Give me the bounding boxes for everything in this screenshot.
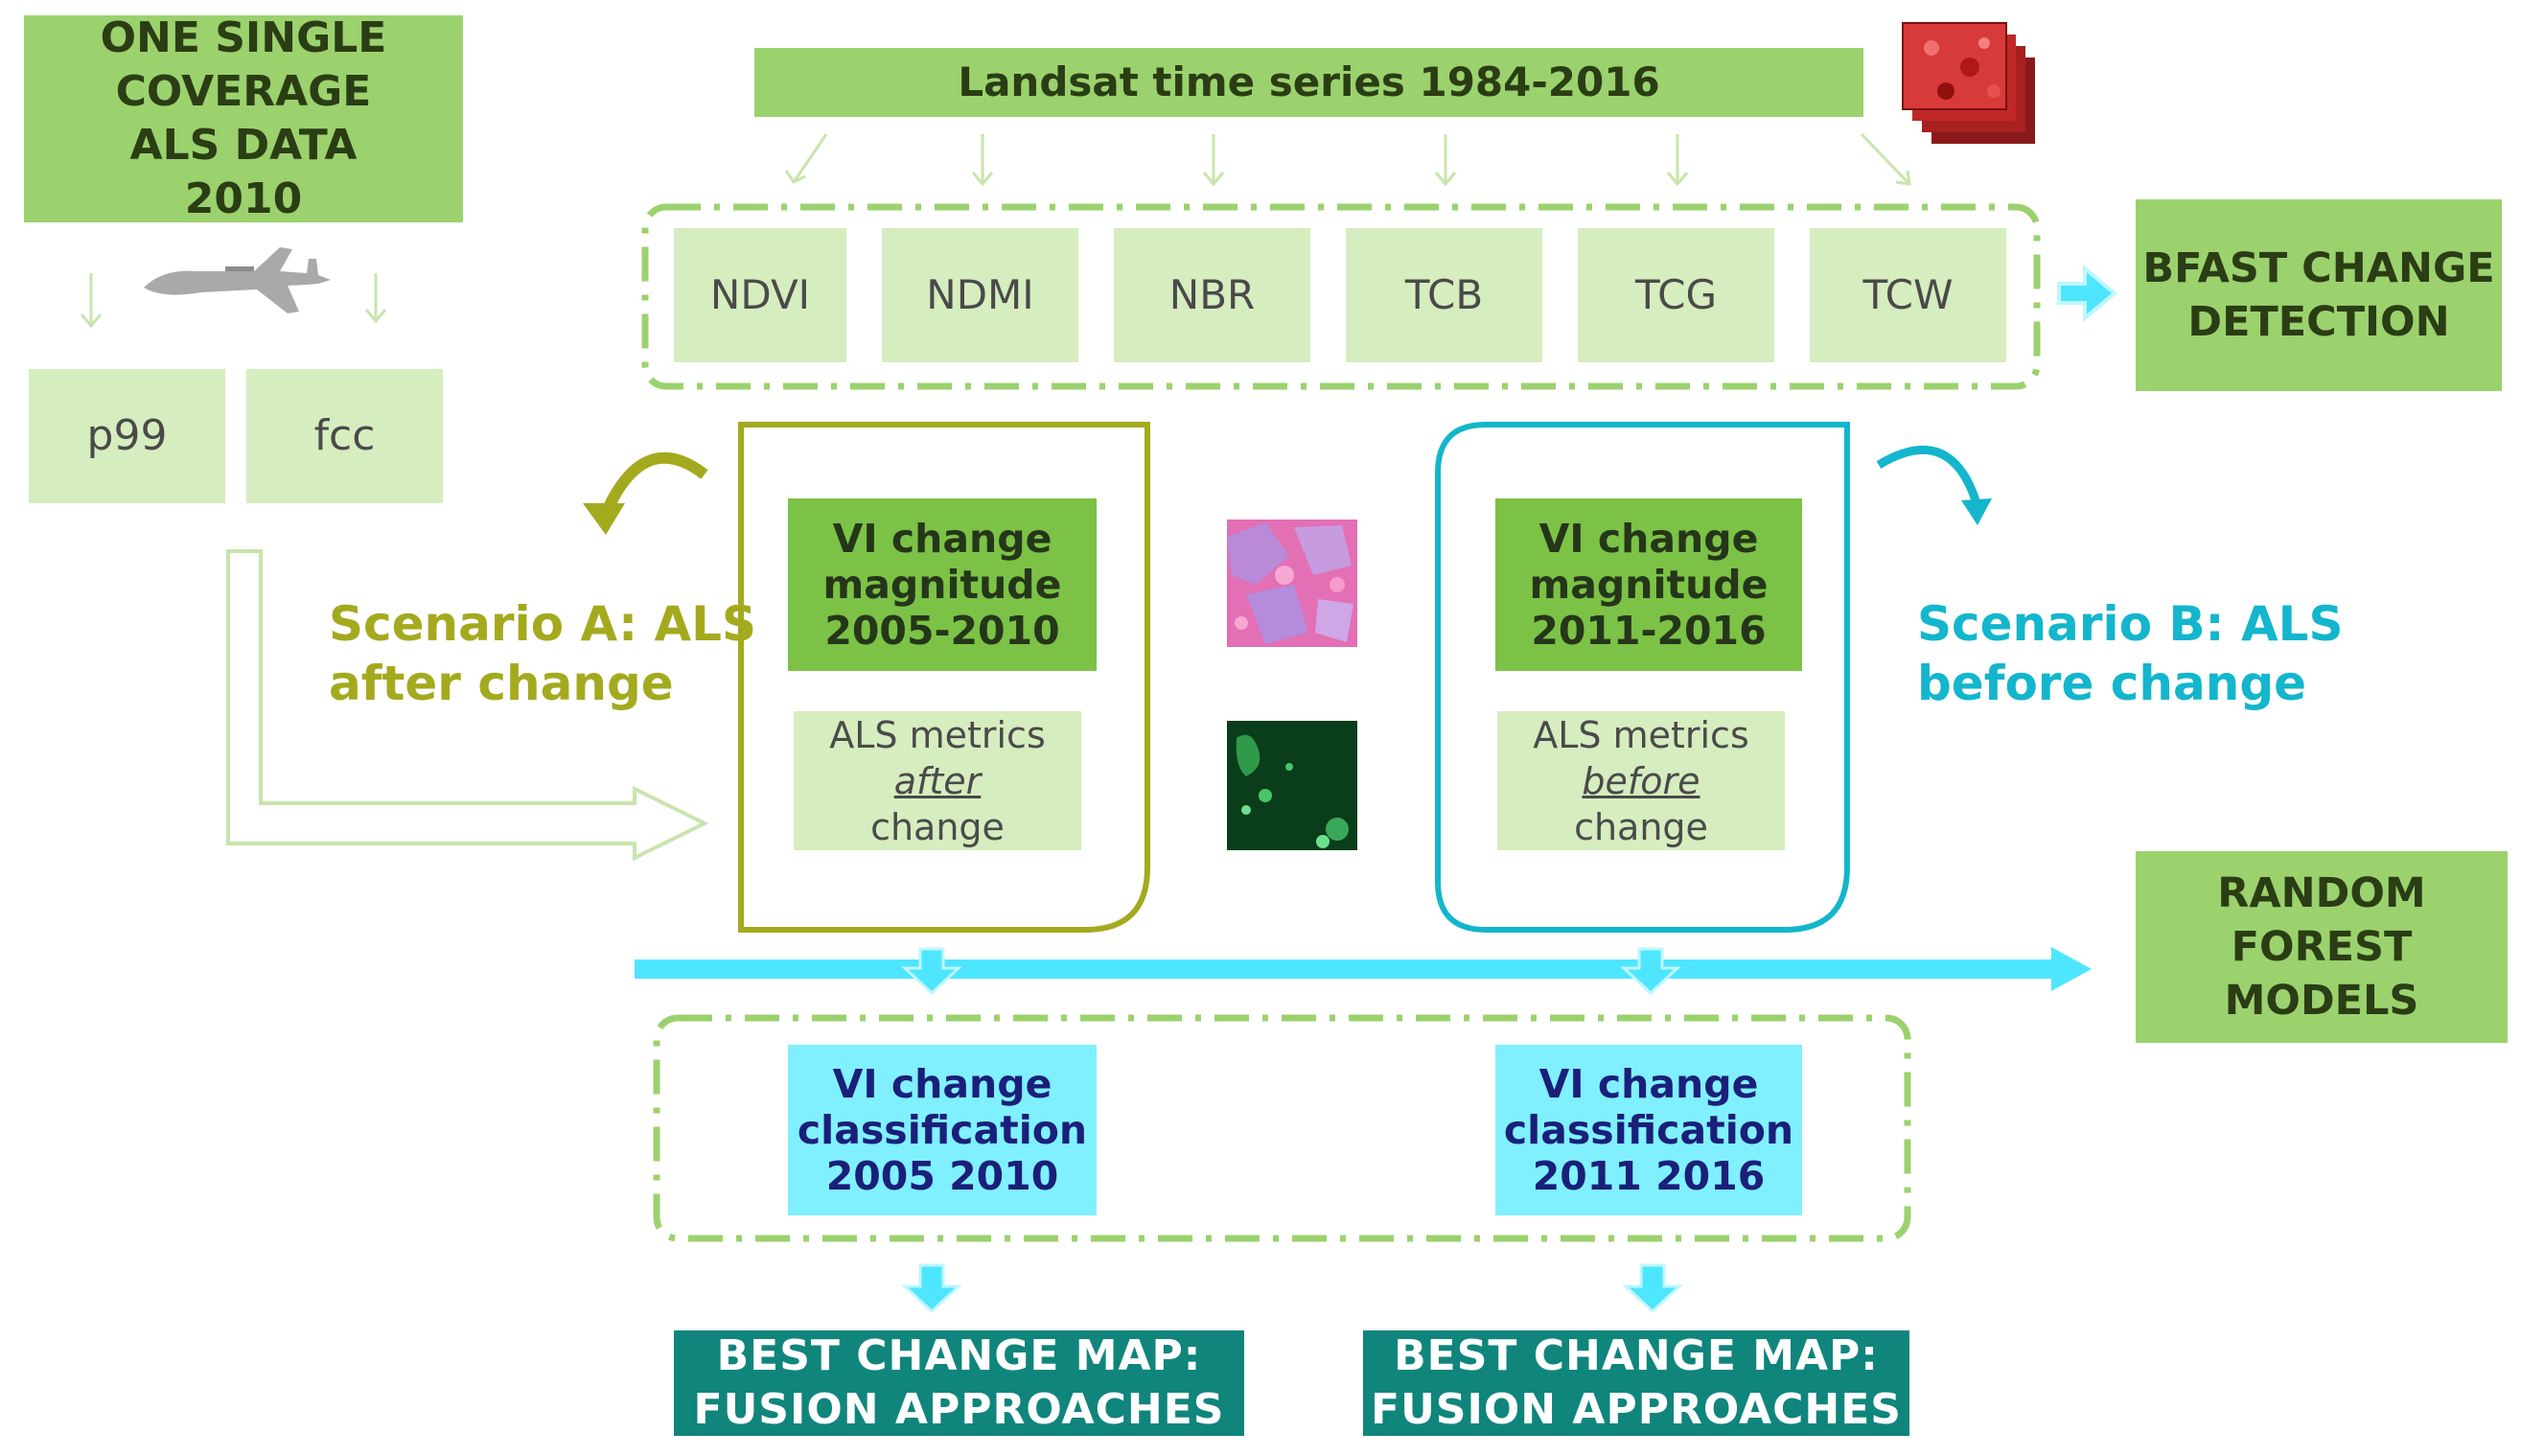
scenario-a-curved-arrow <box>583 451 708 535</box>
scenario-b-caption-line: before change <box>1917 656 2307 711</box>
magnitude-line: 2005-2010 <box>824 608 1060 654</box>
als-metrics-emph: after <box>893 759 982 802</box>
index-box-nbr: NBR <box>1114 228 1310 362</box>
index-label: NDMI <box>926 271 1034 318</box>
als-down-arrows <box>80 273 387 329</box>
index-box-ndvi: NDVI <box>674 228 846 362</box>
als-thumbnail <box>1227 721 1357 850</box>
magnitude-thumbnail <box>1227 520 1357 647</box>
index-label: TCG <box>1634 271 1718 318</box>
scenario-a-magnitude-box: VI change magnitude 2005-2010 <box>788 498 1097 671</box>
airplane-icon <box>144 247 331 313</box>
als-metrics-emph: before <box>1582 759 1700 802</box>
als-metric-label: p99 <box>86 411 168 460</box>
best-map-line: BEST CHANGE MAP: <box>716 1331 1202 1380</box>
als-data-line: ONE SINGLE <box>100 15 387 62</box>
scenario-a-als-box: ALS metrics after change <box>794 711 1081 850</box>
landsat-title-bar: Landsat time series 1984-2016 <box>754 48 1863 117</box>
scenario-b-frame <box>1435 422 1850 933</box>
random-forest-line: FOREST MODELS <box>2224 923 2419 1025</box>
magnitude-line: 2011-2016 <box>1531 608 1767 654</box>
landsat-title: Landsat time series 1984-2016 <box>958 58 1660 105</box>
scenario-b-curved-arrow <box>1876 446 1992 525</box>
index-label: TCB <box>1404 271 1484 318</box>
als-data-line: 2010 <box>184 174 303 222</box>
random-forest-box: RANDOM FOREST MODELS <box>2136 851 2508 1043</box>
als-data-line: ALS DATA <box>129 121 358 170</box>
bfast-box: BFAST CHANGE DETECTION <box>2136 199 2502 391</box>
scenario-b-magnitude-box: VI change magnitude 2011-2016 <box>1495 498 1802 671</box>
als-metrics-line: change <box>1574 805 1708 848</box>
scenario-b-classification-box: VI change classification 2011 2016 <box>1495 1045 1802 1215</box>
classification-line: classification <box>797 1107 1088 1153</box>
scenario-b-caption: Scenario B: ALS before change <box>1917 594 2344 713</box>
als-metric-fcc: fcc <box>246 369 443 503</box>
to-bfast-arrow <box>2057 264 2118 323</box>
als-metric-p99: p99 <box>29 369 225 503</box>
scenario-a-caption-line: after change <box>329 656 674 711</box>
magnitude-line: magnitude <box>822 562 1062 608</box>
als-data-box: ONE SINGLE COVERAGE ALS DATA 2010 <box>24 15 463 222</box>
index-box-tcg: TCG <box>1578 228 1774 362</box>
vi-group-frame <box>641 203 2041 390</box>
magnitude-line: VI change <box>1538 516 1759 562</box>
landsat-stack-icon <box>1902 22 2035 144</box>
scenario-a-caption: Scenario A: ALS after change <box>329 594 756 713</box>
classification-line: 2011 2016 <box>1532 1153 1766 1199</box>
random-forest-line: RANDOM <box>2217 869 2426 917</box>
classification-group-frame <box>653 1014 1911 1242</box>
classification-line: VI change <box>832 1061 1052 1107</box>
best-map-line: FUSION APPROACHES <box>1371 1385 1902 1434</box>
bfast-line: DETECTION <box>2187 298 2450 346</box>
index-box-tcb: TCB <box>1346 228 1542 362</box>
to-random-forest-arrow <box>635 947 2092 991</box>
scenario-a-frame <box>738 422 1150 933</box>
als-metrics-line: ALS metrics <box>1533 713 1749 756</box>
index-label: NDVI <box>709 271 811 318</box>
als-to-scenario-a-arrow <box>226 549 709 862</box>
bfast-line: BFAST CHANGE <box>2142 244 2495 292</box>
down-arrows <box>901 947 1683 1314</box>
landsat-to-index-arrows <box>784 132 1911 187</box>
classification-line: VI change <box>1538 1061 1759 1107</box>
best-map-line: BEST CHANGE MAP: <box>1394 1331 1879 1380</box>
scenario-b-als-box: ALS metrics before change <box>1497 711 1785 850</box>
index-label: TCW <box>1862 271 1954 318</box>
scenario-a-classification-box: VI change classification 2005 2010 <box>788 1045 1097 1215</box>
classification-line: classification <box>1503 1107 1794 1153</box>
scenario-a-caption-line: Scenario A: ALS <box>329 596 757 652</box>
magnitude-line: VI change <box>832 516 1052 562</box>
als-metrics-line: ALS metrics <box>829 713 1046 756</box>
classification-line: 2005 2010 <box>825 1153 1059 1199</box>
index-label: NBR <box>1168 271 1256 318</box>
als-data-line: COVERAGE <box>115 67 372 116</box>
scenario-b-best-map-box: BEST CHANGE MAP: FUSION APPROACHES <box>1363 1330 1909 1436</box>
best-map-line: FUSION APPROACHES <box>693 1385 1225 1434</box>
index-box-tcw: TCW <box>1810 228 2006 362</box>
magnitude-line: magnitude <box>1529 562 1769 608</box>
als-metric-label: fcc <box>313 411 376 460</box>
als-metrics-line: change <box>870 805 1005 848</box>
index-box-ndmi: NDMI <box>882 228 1078 362</box>
scenario-a-best-map-box: BEST CHANGE MAP: FUSION APPROACHES <box>674 1330 1244 1436</box>
scenario-b-caption-line: Scenario B: ALS <box>1917 596 2344 652</box>
